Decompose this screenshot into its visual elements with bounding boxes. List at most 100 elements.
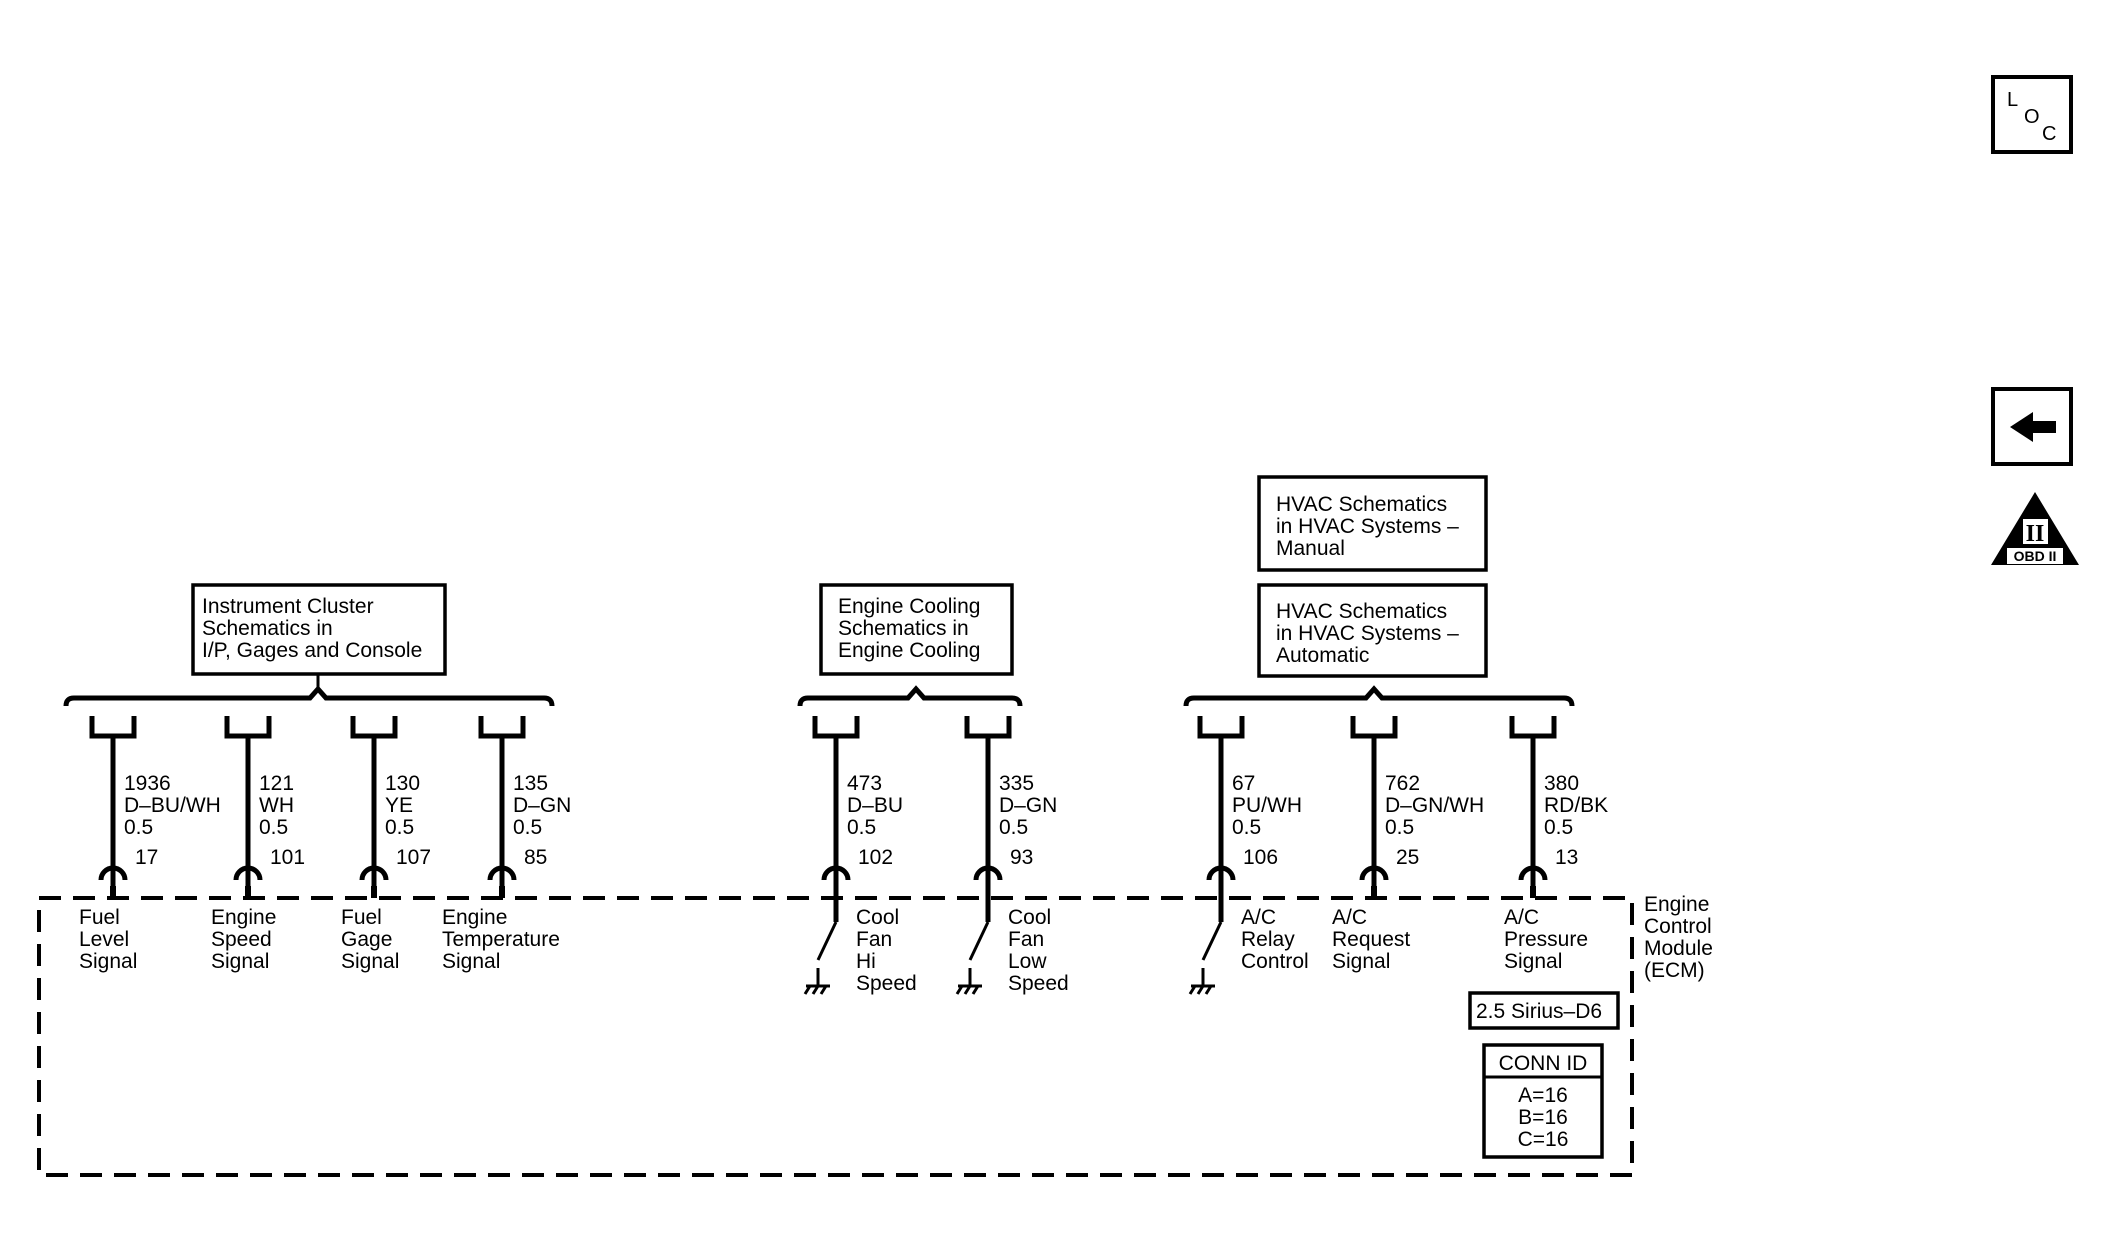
signal-label: Speed (211, 928, 272, 951)
wire-size: 0.5 (1544, 816, 1573, 839)
wire-size: 0.5 (385, 816, 414, 839)
wire-color: WH (259, 794, 294, 817)
ref-line: in HVAC Systems – (1276, 515, 1459, 538)
loc-letter: C (2042, 123, 2056, 145)
signal-label: Cool (856, 906, 899, 929)
wire-size: 0.5 (513, 816, 542, 839)
pin-number: 93 (1010, 846, 1033, 869)
signal-label: Low (1008, 950, 1047, 973)
signal-label: Signal (442, 950, 500, 973)
ground-hatch (955, 985, 980, 995)
ecm-label: Engine Control Module (ECM) (1644, 893, 1713, 982)
harness-tab (964, 716, 1012, 739)
connector-label: 2.5 Sirius–D6 (1468, 991, 1620, 1030)
ecm-label-line: Control (1644, 915, 1712, 938)
signal-label: Signal (1332, 950, 1390, 973)
wire-color: PU/WH (1232, 794, 1302, 817)
circuit-number: 380 (1544, 772, 1579, 795)
signal-label: Relay (1241, 928, 1295, 951)
signal-label: Engine (211, 906, 276, 929)
pin-number: 102 (858, 846, 893, 869)
ref-box-engine-cooling[interactable]: Engine Cooling Schematics in Engine Cool… (819, 583, 1014, 676)
ecm-label-line: Module (1644, 937, 1713, 960)
signal-label: Signal (211, 950, 269, 973)
harness-tab (478, 716, 526, 739)
harness-tab (350, 716, 398, 739)
pin-number: 25 (1396, 846, 1419, 869)
ref-line: Schematics in (202, 617, 333, 640)
conn-id-row: C=16 (1518, 1128, 1569, 1151)
pin-number: 85 (524, 846, 547, 869)
ref-line: in HVAC Systems – (1276, 622, 1459, 645)
signal-label: Fan (856, 928, 892, 951)
loc-icon[interactable]: L O C (1991, 75, 2073, 154)
terminal (1371, 886, 1377, 898)
circuit-group: 1936D–BU/WH0.517FuelLevelSignal121WH0.51… (79, 716, 1608, 995)
signal-label: Speed (1008, 972, 1069, 995)
ref-line: Engine Cooling (838, 639, 980, 662)
ref-box-instrument-cluster[interactable]: Instrument Cluster Schematics in I/P, Ga… (191, 583, 447, 676)
switch-contact (968, 921, 990, 961)
back-arrow-icon[interactable] (1991, 387, 2073, 466)
circuit-number: 67 (1232, 772, 1255, 795)
signal-label: Engine (442, 906, 507, 929)
circuit-number: 762 (1385, 772, 1420, 795)
conn-id-title: CONN ID (1499, 1052, 1588, 1075)
wire-color: YE (385, 794, 413, 817)
wire-size: 0.5 (259, 816, 288, 839)
obd-ii-icon[interactable]: II OBD II (1991, 492, 2079, 565)
ref-line: HVAC Schematics (1276, 493, 1447, 516)
ref-line: Manual (1276, 537, 1345, 560)
wire-size: 0.5 (1385, 816, 1414, 839)
signal-label: Speed (856, 972, 917, 995)
signal-label: Gage (341, 928, 392, 951)
harness-tab (812, 716, 860, 739)
wire-color: D–GN (999, 794, 1057, 817)
wire-color: D–GN/WH (1385, 794, 1484, 817)
signal-label: A/C (1241, 906, 1276, 929)
ref-line: HVAC Schematics (1276, 600, 1447, 623)
wire-size: 0.5 (999, 816, 1028, 839)
ref-line: I/P, Gages and Console (202, 639, 422, 662)
ref-box-hvac-automatic[interactable]: HVAC Schematics in HVAC Systems – Automa… (1257, 583, 1488, 678)
wire-color: RD/BK (1544, 794, 1608, 817)
loc-letter: L (2007, 89, 2018, 111)
harness-tab (1197, 716, 1245, 739)
circuit-number: 335 (999, 772, 1034, 795)
ref-line: Automatic (1276, 644, 1369, 667)
bracket-hvac (1183, 685, 1575, 707)
harness-tab (1509, 716, 1557, 739)
signal-label: Control (1241, 950, 1309, 973)
terminal (1530, 886, 1536, 898)
obd-label: OBD II (2014, 548, 2057, 564)
harness-tab (224, 716, 272, 739)
ground-hatch (1188, 985, 1213, 995)
ecm-label-line: (ECM) (1644, 959, 1705, 982)
wire-color: D–BU/WH (124, 794, 221, 817)
conn-id-row: A=16 (1518, 1084, 1568, 1107)
signal-label: Level (79, 928, 129, 951)
circuit-number: 130 (385, 772, 420, 795)
pin-number: 17 (135, 846, 158, 869)
terminal (110, 886, 116, 898)
pin-number: 101 (270, 846, 305, 869)
ref-box-hvac-manual[interactable]: HVAC Schematics in HVAC Systems – Manual (1257, 475, 1488, 572)
wire-size: 0.5 (847, 816, 876, 839)
wire-size: 0.5 (124, 816, 153, 839)
signal-label: Signal (79, 950, 137, 973)
signal-label: Fuel (341, 906, 382, 929)
ref-line: Schematics in (838, 617, 969, 640)
pin-number: 107 (396, 846, 431, 869)
terminal (499, 886, 505, 898)
terminal (245, 886, 251, 898)
signal-label: Signal (341, 950, 399, 973)
